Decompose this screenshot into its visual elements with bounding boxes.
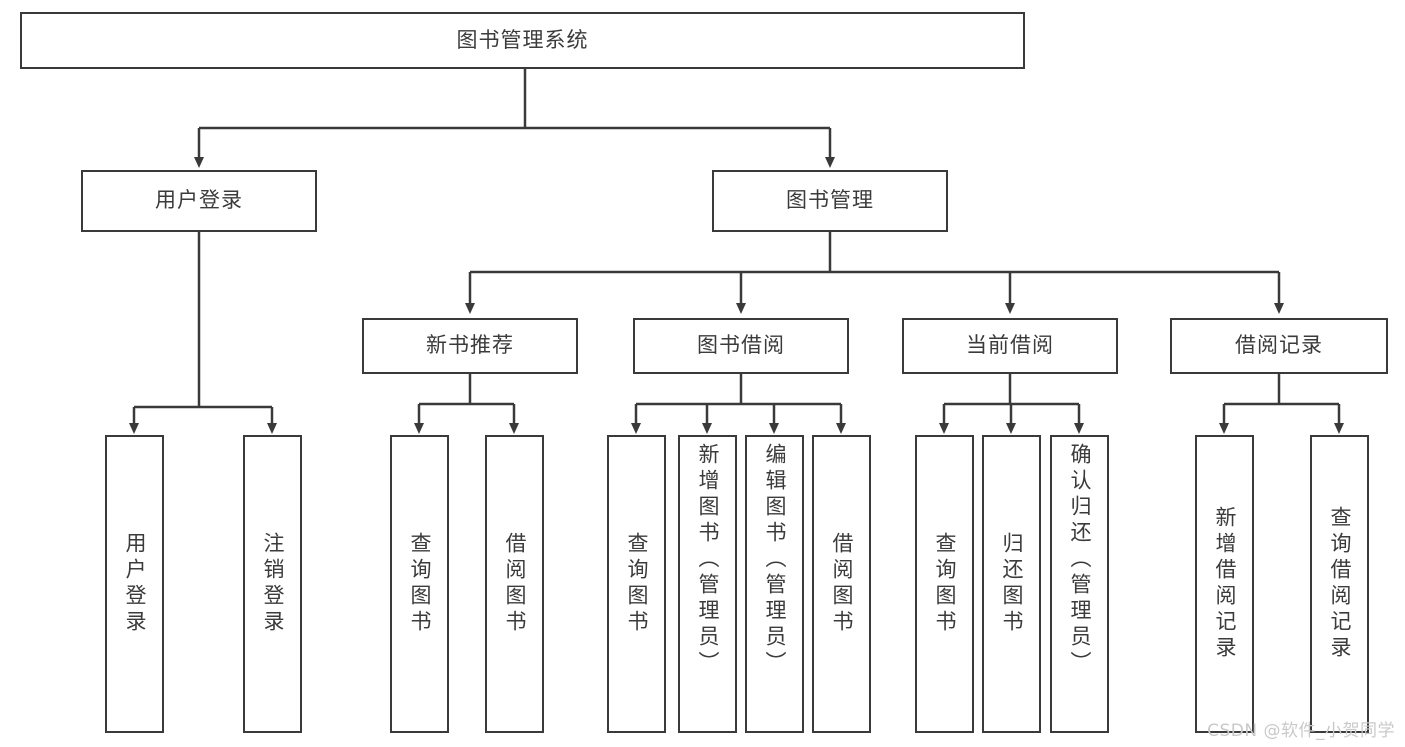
leaf-user-login[interactable]: 用户登录 (105, 435, 164, 733)
leaf-query-book-current[interactable]: 查询图书 (915, 435, 974, 733)
leaf-add-borrow-record[interactable]: 新增借阅记录 (1195, 435, 1254, 733)
node-new-book-recommend[interactable]: 新书推荐 (362, 318, 578, 374)
watermark-text: CSDN @软件_小贺同学 (1207, 721, 1395, 741)
leaf-query-borrow-record-label: 查询借阅记录 (1328, 506, 1352, 662)
leaf-add-borrow-record-label: 新增借阅记录 (1213, 506, 1237, 662)
leaf-user-login-label: 用户登录 (123, 532, 147, 636)
node-current-borrow[interactable]: 当前借阅 (902, 318, 1118, 374)
leaf-query-borrow-record[interactable]: 查询借阅记录 (1310, 435, 1369, 733)
leaf-query-book-rec-label: 查询图书 (408, 532, 432, 636)
leaf-borrow-book[interactable]: 借阅图书 (812, 435, 871, 733)
node-user-login-label: 用户登录 (155, 188, 243, 213)
leaf-logout[interactable]: 注销登录 (243, 435, 302, 733)
leaf-edit-book-admin[interactable]: 编辑图书（管理员） (745, 435, 804, 733)
node-user-login[interactable]: 用户登录 (81, 170, 317, 232)
leaf-borrow-book-label: 借阅图书 (830, 532, 854, 636)
node-book-management[interactable]: 图书管理 (712, 170, 948, 232)
node-root-label: 图书管理系统 (456, 27, 589, 52)
leaf-return-book-label: 归还图书 (1000, 532, 1024, 636)
leaf-query-book-borrow[interactable]: 查询图书 (607, 435, 666, 733)
leaf-edit-book-admin-label: 编辑图书（管理员） (763, 443, 787, 677)
node-new-book-recommend-label: 新书推荐 (426, 333, 514, 358)
leaf-add-book-admin[interactable]: 新增图书（管理员） (678, 435, 737, 733)
node-current-borrow-label: 当前借阅 (966, 333, 1054, 358)
node-book-borrow-label: 图书借阅 (697, 333, 785, 358)
node-borrow-record-label: 借阅记录 (1235, 333, 1323, 358)
leaf-query-book-borrow-label: 查询图书 (625, 532, 649, 636)
leaf-confirm-return-admin[interactable]: 确认归还（管理员） (1050, 435, 1109, 733)
leaf-logout-label: 注销登录 (261, 532, 285, 636)
leaf-return-book[interactable]: 归还图书 (982, 435, 1041, 733)
node-root[interactable]: 图书管理系统 (20, 12, 1025, 69)
node-book-borrow[interactable]: 图书借阅 (633, 318, 849, 374)
leaf-borrow-book-rec[interactable]: 借阅图书 (485, 435, 544, 733)
leaf-query-book-current-label: 查询图书 (933, 532, 957, 636)
leaf-borrow-book-rec-label: 借阅图书 (503, 532, 527, 636)
leaf-add-book-admin-label: 新增图书（管理员） (696, 443, 720, 677)
node-book-management-label: 图书管理 (786, 188, 874, 213)
leaf-query-book-rec[interactable]: 查询图书 (390, 435, 449, 733)
node-borrow-record[interactable]: 借阅记录 (1170, 318, 1388, 374)
leaf-confirm-return-admin-label: 确认归还（管理员） (1068, 443, 1092, 677)
